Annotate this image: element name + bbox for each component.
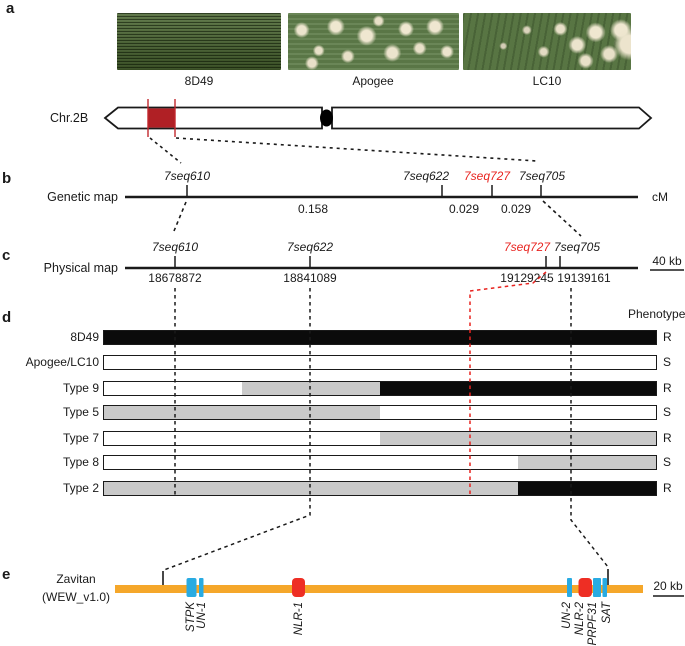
hap-row-label: Type 8 [62, 455, 99, 469]
panel-a-label: a [6, 0, 15, 17]
physical-map-axis [125, 256, 684, 271]
phenotype-value: S [663, 355, 672, 369]
genetic-map-unit: cM [652, 190, 668, 204]
gene-nlr1-box [292, 578, 305, 597]
hap-row-apogee-lc10: Apogee/LC10 S [0, 355, 685, 370]
zavitan-assembly: (WEW_v1.0) [41, 590, 111, 604]
position-19139161: 19139161 [557, 271, 611, 285]
hap-row-8d49: 8D49 R [0, 330, 685, 345]
gene-label-sat: SAT [601, 602, 613, 624]
hap-row-label: Type 2 [62, 481, 99, 495]
hap-bar [103, 381, 657, 396]
hap-bar [103, 405, 657, 420]
zavitan-scale-label: 20 kb [653, 579, 683, 593]
chromosome-label: Chr.2B [50, 111, 89, 125]
hap-row-type7: Type 7 R [0, 431, 685, 446]
hap-bar [103, 431, 657, 446]
panel-d-label: d [2, 309, 12, 326]
position-19129245: 19129245 [500, 271, 554, 285]
dash-b-to-c-7seq705 [542, 200, 582, 237]
hap-row-type8: Type 8 S [0, 455, 685, 470]
marker-7seq727-physical: 7seq727 [503, 240, 551, 254]
leaf-photo-apogee [288, 13, 459, 70]
genetic-map-axis [125, 185, 638, 199]
chromosome-right-arm [331, 106, 653, 130]
phenotype-value: R [663, 381, 672, 395]
distance-0158: 0.158 [297, 202, 329, 216]
chromosome-left-arm [103, 106, 323, 130]
hap-row-label: Type 9 [62, 381, 99, 395]
dash-b-to-c-7seq610 [173, 201, 187, 232]
gene-label-prpf31: PRPF31 [587, 602, 599, 646]
hap-row-label: Apogee/LC10 [25, 355, 99, 369]
photo-label-8d49: 8D49 [184, 74, 214, 88]
panel-c-label: c [2, 247, 11, 264]
hap-bar [103, 455, 657, 470]
leaf-photo-8d49 [117, 13, 281, 70]
gene-prpf31-box [593, 578, 601, 597]
genetic-map-title: Genetic map [47, 190, 118, 204]
hap-row-label: 8D49 [70, 330, 99, 344]
gene-un2-box [567, 578, 572, 597]
phenotype-value: S [663, 455, 672, 469]
hap-row-label: Type 7 [62, 431, 99, 445]
photo-label-apogee: Apogee [352, 74, 394, 88]
phenotype-value: R [663, 431, 672, 445]
gene-nlr2-box [578, 578, 592, 597]
gene-sat-box [602, 578, 607, 597]
hap-bar [103, 481, 657, 496]
hap-row-label: Type 5 [62, 405, 99, 419]
hap-row-type5: Type 5 S [0, 405, 685, 420]
marker-7seq610-physical: 7seq610 [151, 240, 199, 254]
leaf-photo-lc10 [463, 13, 631, 70]
physical-map-title: Physical map [43, 261, 118, 275]
phenotype-header: Phenotype [628, 307, 685, 321]
chromosome-ideogram [103, 99, 653, 164]
panel-e-label: e [2, 566, 11, 583]
gene-label-un1: UN-1 [196, 602, 208, 629]
distance-0029-a: 0.029 [448, 202, 480, 216]
centromere [320, 109, 333, 127]
hap-bar [103, 355, 657, 370]
gene-un1-box [199, 578, 204, 597]
gene-stpk-box [186, 578, 197, 597]
hap-row-type2: Type 2 R [0, 481, 685, 496]
physical-map-scale-label: 40 kb [652, 254, 682, 268]
distance-0029-b: 0.029 [500, 202, 532, 216]
zavitan-track [115, 569, 684, 597]
phenotype-value: S [663, 405, 672, 419]
hap-bar [103, 330, 657, 345]
phenotype-value: R [663, 330, 672, 344]
panel-b-label: b [2, 170, 12, 187]
position-18678872: 18678872 [148, 271, 202, 285]
marker-7seq727-genetic: 7seq727 [463, 169, 511, 183]
phenotype-value: R [663, 481, 672, 495]
qtl-region-box [148, 108, 175, 128]
position-18841089: 18841089 [283, 271, 337, 285]
gene-label-nlr1: NLR-1 [293, 602, 305, 636]
chromosome-to-map-dash-left [149, 137, 182, 164]
chromosome-to-map-dash-right [175, 137, 538, 162]
marker-7seq610-genetic: 7seq610 [163, 169, 211, 183]
hap-row-type9: Type 9 R [0, 381, 685, 396]
marker-7seq622-physical: 7seq622 [286, 240, 334, 254]
marker-7seq705-genetic: 7seq705 [518, 169, 566, 183]
marker-7seq622-genetic: 7seq622 [402, 169, 450, 183]
zavitan-name: Zavitan [56, 572, 96, 586]
gene-label-un2: UN-2 [561, 602, 573, 629]
marker-7seq705-physical: 7seq705 [553, 240, 601, 254]
photo-label-lc10: LC10 [532, 74, 562, 88]
gene-label-nlr2: NLR-2 [574, 602, 586, 636]
